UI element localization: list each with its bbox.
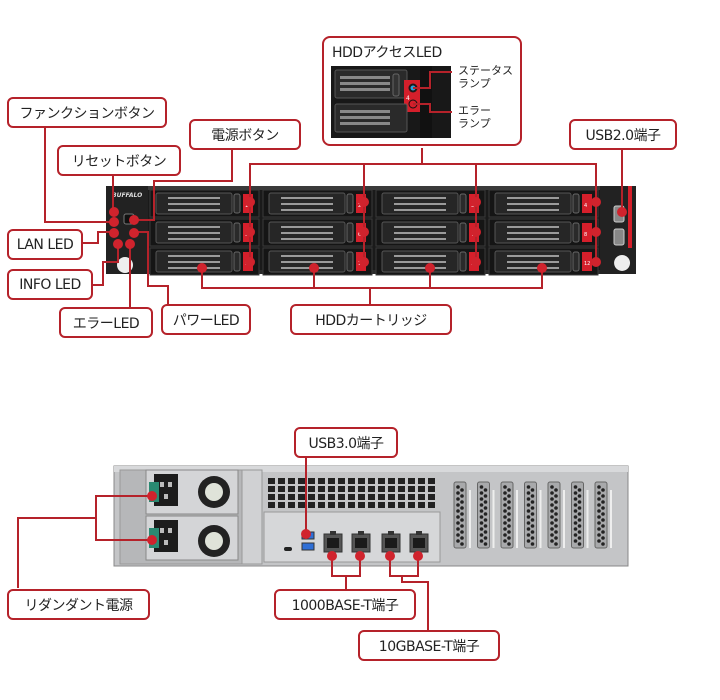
gbe-port-label: 1000BASE-T端子 xyxy=(274,589,416,620)
bay-number: 6 xyxy=(358,232,361,238)
dot-cartridge-1 xyxy=(197,263,207,273)
dot-hdd-3 xyxy=(471,197,481,207)
usb2-port-label: USB2.0端子 xyxy=(569,119,677,150)
dot-usb2 xyxy=(617,207,627,217)
hdd-bay[interactable]: 4 xyxy=(488,189,599,218)
pcie-slot-cover xyxy=(524,481,542,549)
status-lamp-label-2: ランプ xyxy=(458,77,491,90)
dot-gbe-1 xyxy=(327,551,337,561)
bay-number: 2 xyxy=(358,203,361,209)
bay-number: 12 xyxy=(584,261,590,267)
error-led-label: エラーLED xyxy=(59,307,153,338)
pcie-slot-cover xyxy=(571,481,589,549)
status-lamp-label-1: ステータス xyxy=(458,64,513,77)
dot-psu-2 xyxy=(147,535,157,545)
pcie-slot-cover xyxy=(547,481,565,549)
bay-number: 3 xyxy=(471,203,474,209)
hdd-bay[interactable]: 2 xyxy=(262,189,373,218)
error-lamp-label-1: エラー xyxy=(458,104,491,117)
hdd-bay[interactable]: 1 xyxy=(149,189,260,218)
usb2-port-2[interactable] xyxy=(613,228,625,246)
dot-error-led xyxy=(125,239,135,249)
hdd-bay[interactable]: 8 xyxy=(488,218,599,247)
lan-led-label: LAN LED xyxy=(7,229,83,260)
pcie-slot-cover xyxy=(500,481,518,549)
usb3-port-2[interactable] xyxy=(301,542,315,551)
dot-hdd-1 xyxy=(245,197,255,207)
power-button-label: 電源ボタン xyxy=(189,119,301,150)
dot-lan-led xyxy=(109,228,119,238)
dot-psu-1 xyxy=(147,491,157,501)
hdd-access-led-callout: HDDアクセスLED ステータス ランプ エラー ランプ xyxy=(322,36,522,146)
bay-number: 4 xyxy=(584,203,587,209)
hdd-bay[interactable]: 9 xyxy=(149,247,260,276)
10gbe-port-label: 10GBASE-T端子 xyxy=(358,630,500,661)
hdd-cartridge-label: HDDカートリッジ xyxy=(290,304,452,335)
power-led-label: パワーLED xyxy=(161,304,251,335)
redundant-psu-label: リダンダント電源 xyxy=(7,589,150,620)
dot-hdd-4 xyxy=(591,197,601,207)
error-lamp-label-2: ランプ xyxy=(458,117,491,130)
dot-info-led xyxy=(113,239,123,249)
dot-reset-button xyxy=(109,217,119,227)
pcie-slot-cover xyxy=(453,481,471,549)
brand-logo: BUFFALO xyxy=(112,192,142,199)
dot-function-button xyxy=(109,207,119,217)
hdd-bay[interactable]: 3 xyxy=(375,189,486,218)
bay-red-tab xyxy=(582,223,592,242)
dot-power-button xyxy=(129,215,139,225)
dot-usb3 xyxy=(301,529,311,539)
bay-number: 8 xyxy=(584,232,587,238)
info-led-label: INFO LED xyxy=(7,269,93,300)
usb3-port-label: USB3.0端子 xyxy=(294,427,398,458)
10gbe-port-1[interactable] xyxy=(381,531,401,553)
dot-10gbe-1 xyxy=(385,551,395,561)
hdd-bay[interactable]: 7 xyxy=(375,218,486,247)
function-button-label: ファンクションボタン xyxy=(7,97,167,128)
pcie-slot-cover xyxy=(594,481,612,549)
gbe-port-2[interactable] xyxy=(351,531,371,553)
hdd-bay[interactable]: 11 xyxy=(375,247,486,276)
dot-power-led xyxy=(129,228,139,238)
svg-text:4: 4 xyxy=(406,95,410,102)
bay-red-tab xyxy=(582,252,592,271)
reset-button-label: リセットボタン xyxy=(57,145,181,176)
bay-number: 1 xyxy=(245,203,248,209)
dot-gbe-2 xyxy=(355,551,365,561)
hdd-access-led-title: HDDアクセスLED xyxy=(332,45,442,61)
bay-red-tab xyxy=(582,194,592,213)
dot-10gbe-2 xyxy=(413,551,423,561)
hdd-led-inset: 4 xyxy=(331,66,451,138)
dot-hdd-2 xyxy=(359,197,369,207)
pcie-slot-cover xyxy=(477,481,495,549)
